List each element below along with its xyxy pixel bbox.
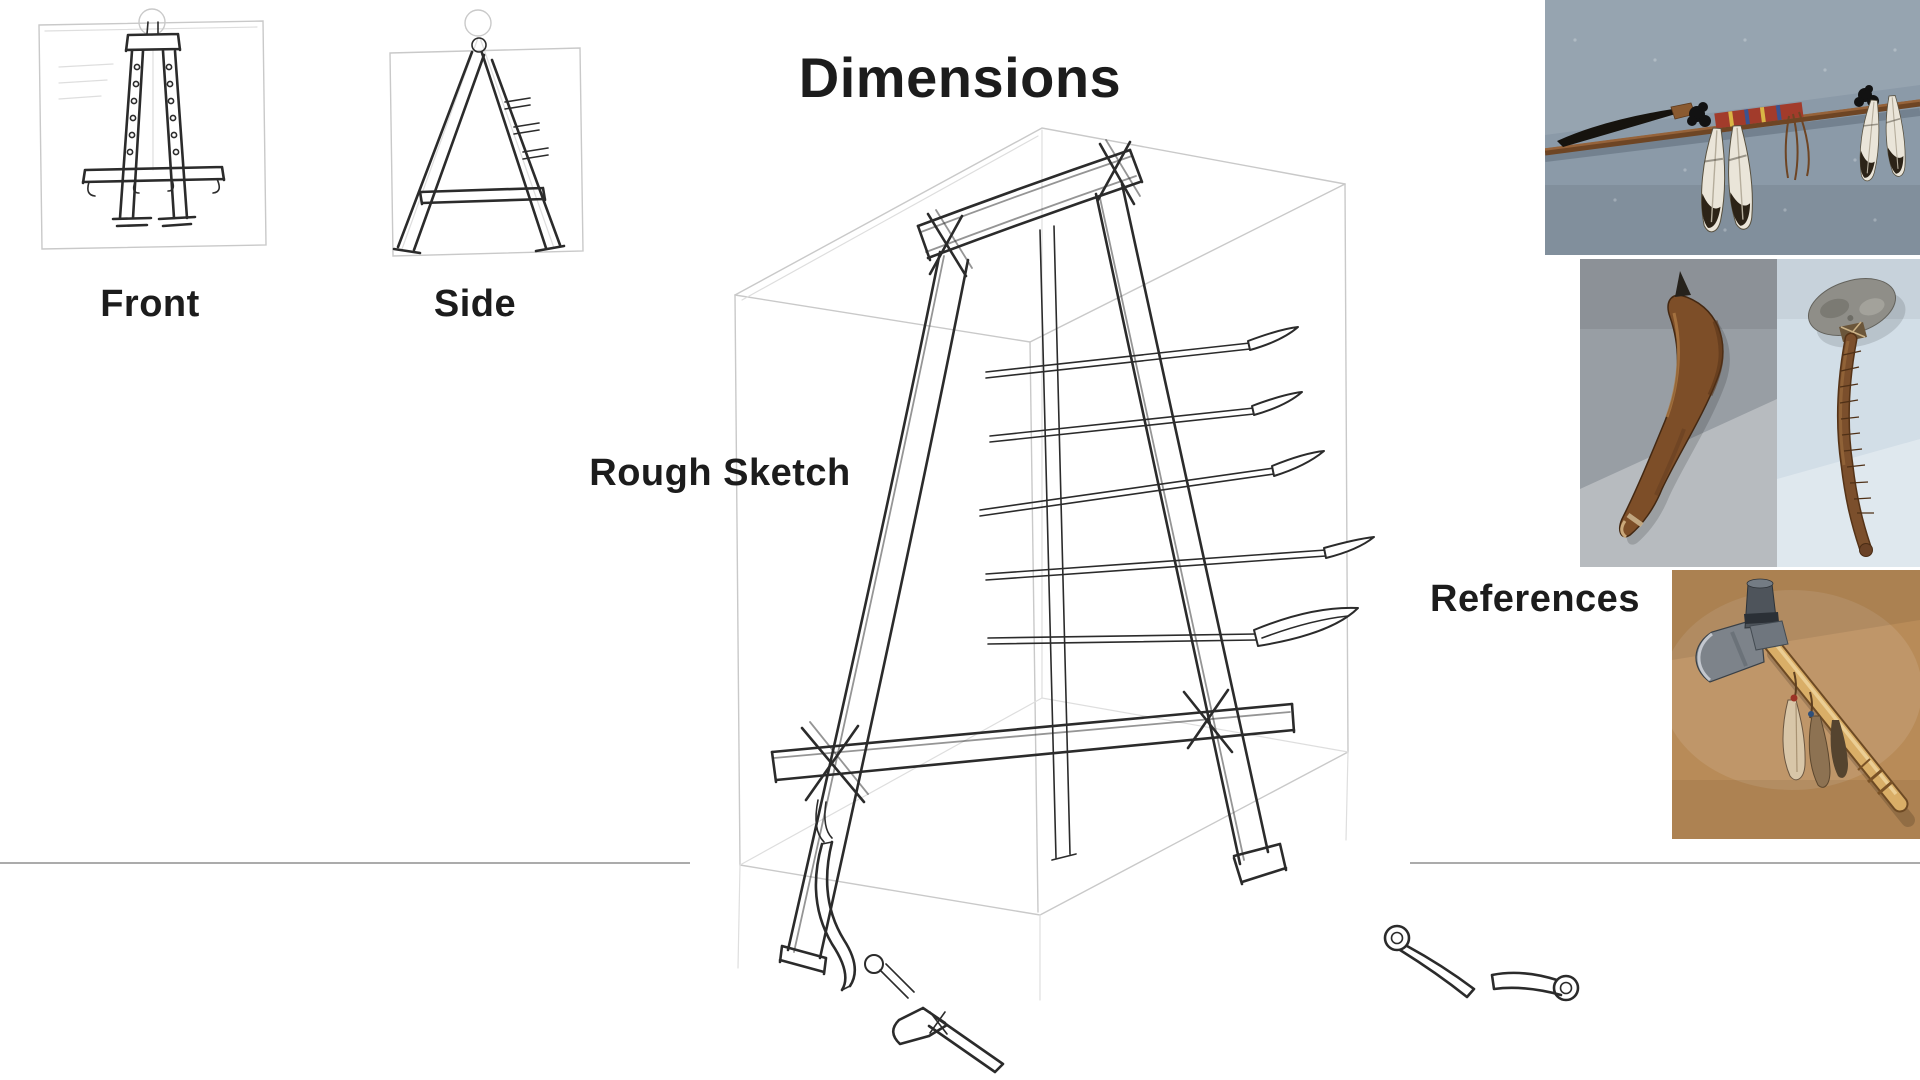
side-structure: [392, 37, 566, 255]
club-spike: [1675, 271, 1691, 297]
rough-sketch-drawing: [690, 100, 1410, 1080]
leaning-club-sketch: [814, 840, 915, 999]
rough-sketch-label: Rough Sketch: [589, 452, 851, 494]
spearhead: [1557, 109, 1679, 147]
gunstock-club-photo: [1580, 259, 1777, 567]
feather-light: [1782, 699, 1806, 781]
club-shading-lower: [1654, 428, 1686, 496]
hatchet-doodle: [891, 1006, 1005, 1074]
front-guides: [38, 8, 267, 250]
bead-blue: [1808, 711, 1814, 717]
club-highlight: [1665, 312, 1680, 418]
wrapped-handle: [1838, 334, 1870, 552]
red-wrap-band: [1714, 102, 1804, 129]
feather-quill: [1795, 702, 1798, 773]
wrap-ticks: [1839, 350, 1874, 514]
pipes-doodle: [1383, 924, 1580, 1002]
front-structure: [81, 21, 226, 228]
bowl-rim: [1746, 578, 1774, 589]
feather-dark: [1830, 720, 1848, 778]
hatchet-lines: [891, 1006, 1005, 1074]
stone-club-photo: [1777, 259, 1920, 567]
front-label: Front: [100, 283, 200, 325]
dimensions-title: Dimensions: [798, 46, 1122, 109]
club-shading: [1707, 320, 1724, 397]
front-view-sketch: [38, 8, 267, 250]
crossbar-sketch: [770, 688, 1296, 843]
pipe-right: [1490, 971, 1580, 1002]
feathered-lance-photo: [1545, 0, 1920, 255]
blade-shading: [1730, 631, 1748, 667]
top-beam-sketch: [916, 139, 1144, 278]
grip-ring-thin: [1857, 758, 1871, 771]
wrist-strap: [1620, 520, 1627, 539]
leather-thongs: [1784, 111, 1810, 181]
side-label: Side: [433, 283, 517, 325]
stone-head: [1807, 278, 1897, 336]
handle-highlight: [1764, 630, 1898, 796]
bead-red: [1790, 694, 1798, 702]
head-collar: [1749, 620, 1789, 651]
bowl-band: [1744, 612, 1779, 624]
pipe-tomahawk-photo: [1672, 570, 1920, 839]
feather-mid: [1808, 715, 1831, 788]
axe-blade: [1695, 617, 1765, 683]
references-label: References: [1430, 578, 1640, 620]
front-legs-sketch: [778, 182, 1288, 976]
spear-rack-sketch: [979, 326, 1375, 647]
fur-tuft-left: [1687, 102, 1711, 127]
side-view-sketch: [389, 9, 584, 257]
blade-edge: [1697, 632, 1713, 682]
grip-rings: [1867, 768, 1893, 796]
handle-knob: [1859, 543, 1873, 557]
pipe-left: [1383, 924, 1476, 999]
sketch-paper: [690, 100, 1410, 1080]
handle-band: [1626, 512, 1644, 528]
